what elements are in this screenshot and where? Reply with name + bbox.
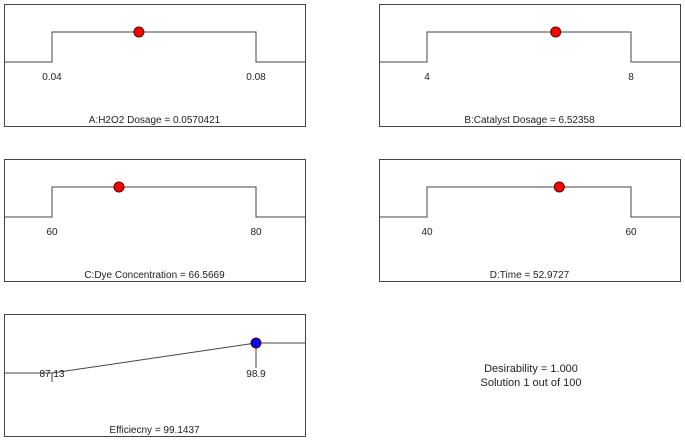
desirability-ramp-line	[380, 186, 680, 218]
desirability-value: Desirability = 1.000	[484, 363, 578, 375]
panel-frame	[379, 4, 681, 127]
range-low-label: 0.04	[42, 72, 62, 83]
range-high-label: 0.08	[246, 72, 266, 83]
ramp-panel-2: 4 8B:Catalyst Dosage = 6.52358	[379, 4, 681, 127]
solution-count: Solution 1 out of 100	[481, 377, 582, 389]
factor-setting-label: A:H2O2 Dosage = 0.0570421	[89, 115, 221, 126]
panel-frame	[4, 314, 306, 437]
range-low-label: 40	[421, 227, 433, 238]
desirability-ramp-line	[5, 186, 305, 218]
factor-setting-label: Efficiecny = 99.1437	[109, 425, 200, 436]
factor-setting-label: D:Time = 52.9727	[490, 270, 570, 281]
factor-setting-label: B:Catalyst Dosage = 6.52358	[464, 115, 595, 126]
ramp-panel-1: 0.04 0.08A:H2O2 Dosage = 0.0570421	[4, 4, 306, 127]
ramp-panel-3: 60 80C:Dye Concentration = 66.5669	[4, 159, 306, 282]
range-low-label: 60	[46, 227, 58, 238]
range-high-label: 60	[625, 227, 637, 238]
range-high-label: 80	[250, 227, 262, 238]
optimum-marker	[250, 337, 262, 349]
optimum-marker	[550, 26, 562, 38]
range-low-label: 4	[424, 72, 430, 83]
desirability-ramp-line	[5, 31, 305, 63]
optimum-marker	[113, 181, 125, 193]
panel-frame	[4, 4, 306, 127]
factor-setting-label: C:Dye Concentration = 66.5669	[84, 270, 225, 281]
optimum-marker	[133, 26, 145, 38]
ramp-panel-4: 40 60D:Time = 52.9727	[379, 159, 681, 282]
panel-frame	[379, 159, 681, 282]
optimum-marker	[553, 181, 565, 193]
desirability-ramp-line	[380, 31, 680, 63]
panel-frame	[4, 159, 306, 282]
range-high-label: 8	[628, 72, 634, 83]
range-high-label: 98.9	[246, 369, 266, 380]
range-low-label: 87.13	[39, 369, 64, 380]
